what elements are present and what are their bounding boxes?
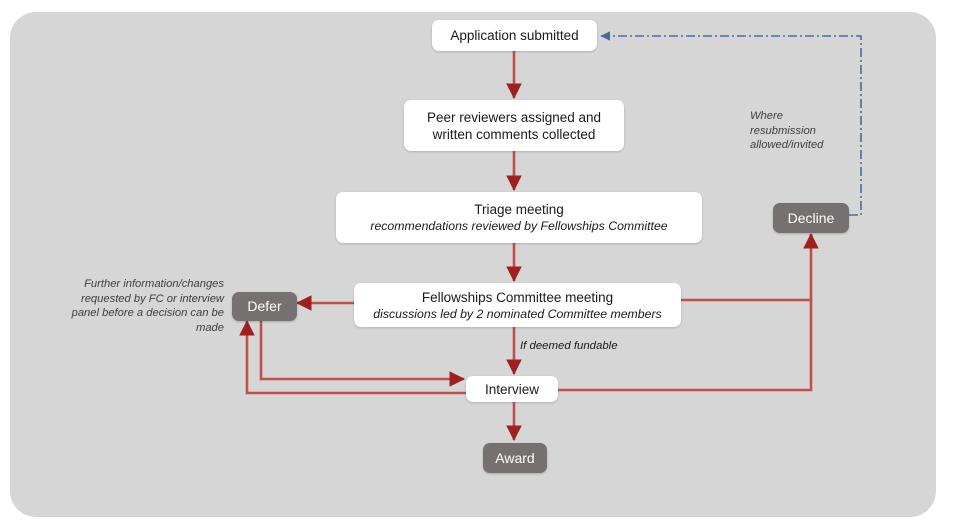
annotation-defer-note-line4: made [196,321,224,334]
node-application-submitted-label: Application submitted [450,28,579,43]
node-award[interactable]: Award [483,443,547,473]
node-interview-label: Interview [484,381,540,397]
node-fc-meeting-subtitle: discussions led by 2 nominated Committee… [373,306,662,321]
diagram-panel [10,12,936,517]
node-decline[interactable]: Decline [773,203,849,233]
node-application-submitted[interactable]: Application submitted [432,20,597,51]
annotation-defer-note: Further information/changes requested by… [52,277,224,335]
node-award-label: Award [495,449,535,466]
node-defer[interactable]: Defer [232,292,297,321]
node-peer-review-label-line2: written comments collected [432,126,596,142]
node-triage-meeting-subtitle: recommendations reviewed by Fellowships … [370,219,668,233]
node-decline-label: Decline [787,209,835,226]
node-interview[interactable]: Interview [466,376,558,402]
annotation-resubmission-note-line2: resubmission [750,124,816,137]
node-peer-review-label-line1: Peer reviewers assigned and [426,109,602,125]
annotation-resubmission-note-line3: allowed/invited [750,139,824,151]
edge-label-if-deemed-fundable: If deemed fundable [520,340,618,352]
node-fc-meeting-title: Fellowships Committee meeting [421,289,614,305]
node-peer-review[interactable]: Peer reviewers assigned and written comm… [404,100,624,151]
annotation-defer-note-line3: panel before a decision can be [71,307,224,319]
node-triage-meeting[interactable]: Triage meeting recommendations reviewed … [336,192,702,243]
annotation-resubmission-note: Where resubmission allowed/invited [750,109,860,153]
annotation-resubmission-note-line1: Where [750,110,783,122]
node-defer-label: Defer [247,298,282,314]
annotation-defer-note-line2: requested by FC or interview [80,292,224,305]
node-triage-meeting-title: Triage meeting [474,202,564,217]
node-fc-meeting[interactable]: Fellowships Committee meeting discussion… [354,283,681,327]
annotation-defer-note-line1: Further information/changes [84,278,224,290]
